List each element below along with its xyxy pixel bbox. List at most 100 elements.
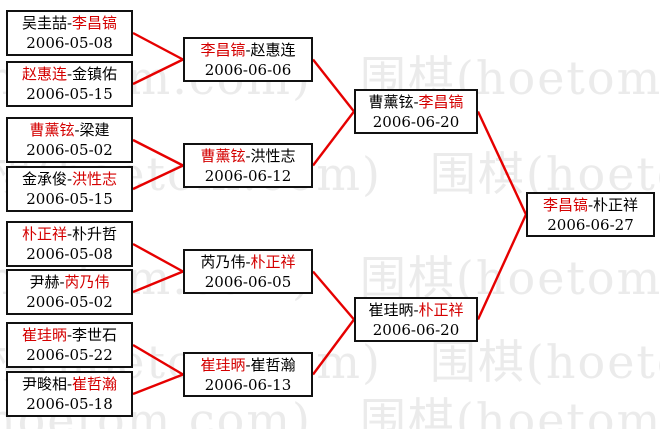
match-players: 崔珪昞-朴正祥 (368, 300, 463, 320)
vs-dash: - (245, 146, 251, 165)
bracket-line (132, 270, 184, 294)
player-2: 崔哲瀚 (250, 355, 296, 374)
match-date: 2006-06-20 (372, 320, 460, 339)
match-players: 崔珪昞-崔哲瀚 (200, 355, 295, 375)
player-2: 洪性志 (72, 170, 118, 188)
player-1: 曹薰铉 (29, 121, 75, 139)
player-1: 尹赫 (29, 273, 60, 291)
player-1: 朴正祥 (21, 225, 67, 243)
match-players: 曹薰铉-梁建 (29, 120, 109, 140)
match-date: 2006-06-05 (204, 272, 292, 291)
match-date: 2006-06-20 (372, 112, 460, 131)
player-1: 金承俊 (21, 170, 67, 188)
player-1: 曹薰铉 (200, 146, 246, 165)
player-2: 赵惠连 (250, 40, 296, 59)
vs-dash: - (245, 252, 251, 271)
player-1: 李昌镐 (542, 195, 588, 214)
player-1: 崔珪昞 (200, 355, 246, 374)
player-2: 朴正祥 (250, 252, 296, 271)
player-2: 李世石 (72, 326, 118, 344)
player-2: 金镇佑 (72, 65, 118, 83)
match-players: 李昌镐-朴正祥 (543, 195, 638, 215)
vs-dash: - (66, 14, 73, 32)
bracket-line (312, 270, 355, 321)
match-date: 2006-05-15 (26, 85, 113, 103)
vs-dash: - (587, 195, 594, 214)
bracket-line (132, 343, 184, 376)
match-date: 2006-06-27 (547, 215, 634, 234)
match-date: 2006-05-02 (26, 293, 113, 311)
bracket-line (476, 110, 528, 216)
player-2: 李昌镐 (72, 14, 118, 32)
vs-dash: - (66, 326, 73, 344)
match-date: 2006-05-08 (26, 245, 113, 263)
player-2: 梁建 (79, 121, 110, 139)
vs-dash: - (413, 300, 419, 319)
player-1: 芮乃伟 (200, 252, 246, 271)
bracket-line (476, 214, 528, 320)
match-date: 2006-06-06 (204, 60, 292, 79)
player-1: 曹薰铉 (368, 92, 414, 111)
bracket-line (132, 164, 184, 191)
match-players: 曹薰铉-洪性志 (200, 146, 295, 166)
bracket-line (132, 31, 184, 61)
player-1: 尹畯相 (21, 375, 67, 393)
player-1: 李昌镐 (200, 40, 246, 59)
match-players: 赵惠连-金镇佑 (22, 64, 117, 84)
vs-dash: - (413, 92, 419, 111)
match-date: 2006-05-08 (26, 34, 113, 52)
bracket-line (312, 318, 355, 376)
match-date: 2006-05-15 (26, 190, 113, 208)
match-players: 朴正祥-朴升哲 (22, 224, 117, 244)
match-players: 曹薰铉-李昌镐 (368, 92, 463, 112)
bracket-line (132, 58, 184, 86)
player-2: 李昌镐 (418, 92, 464, 111)
match-date: 2006-06-12 (204, 166, 292, 185)
vs-dash: - (245, 40, 251, 59)
bracket-line (312, 110, 355, 167)
vs-dash: - (59, 273, 65, 291)
match-players: 李昌镐-赵惠连 (200, 40, 295, 60)
player-1: 赵惠连 (21, 65, 67, 83)
match-date: 2006-05-22 (26, 346, 113, 364)
match-players: 吴圭喆-李昌镐 (22, 13, 117, 33)
player-2: 朴升哲 (72, 225, 118, 243)
bracket-line (312, 58, 355, 113)
bracket-line (132, 373, 184, 396)
vs-dash: - (66, 375, 73, 393)
player-2: 朴正祥 (593, 195, 639, 214)
match-box-round-1-6: 尹赫-芮乃伟 2006-05-02 (6, 269, 133, 315)
vs-dash: - (66, 170, 73, 188)
match-date: 2006-05-18 (26, 395, 113, 413)
vs-dash: - (66, 225, 73, 243)
match-date: 2006-06-13 (204, 375, 292, 394)
match-players: 芮乃伟-朴正祥 (200, 252, 295, 272)
match-date: 2006-05-02 (26, 141, 113, 159)
match-players: 金承俊-洪性志 (22, 169, 117, 189)
player-1: 吴圭喆 (21, 14, 67, 32)
player-2: 芮乃伟 (64, 273, 110, 291)
player-1: 崔珪昞 (368, 300, 414, 319)
vs-dash: - (66, 65, 73, 83)
vs-dash: - (74, 121, 80, 139)
player-2: 洪性志 (250, 146, 296, 165)
player-1: 崔珪昞 (21, 326, 67, 344)
player-2: 崔哲瀚 (72, 375, 118, 393)
match-players: 尹畯相-崔哲瀚 (22, 374, 117, 394)
match-players: 崔珪昞-李世石 (22, 325, 117, 345)
bracket-line (132, 138, 184, 167)
